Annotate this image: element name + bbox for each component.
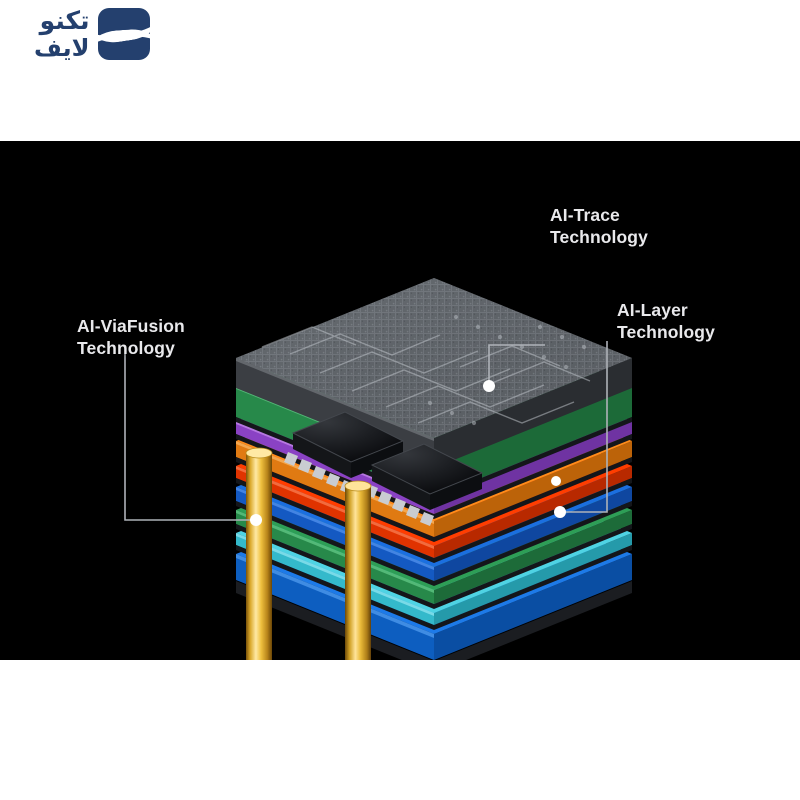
brand-name-line-1: تكنو [39,6,90,35]
chip-stack-illustration [124,278,632,660]
via-left [245,447,273,660]
callout-ai-layer-line2: Technology [617,322,715,343]
callout-ai-viafusion-line1: AI-ViaFusion [77,316,185,336]
dot-ai-layer [554,506,566,518]
leader-ai-viafusion [124,354,256,521]
leader-ai-layer [560,341,608,513]
brand-header: تكنو لايف [0,0,800,141]
callout-anchor-dots [250,380,566,526]
footer-whitespace [0,660,800,800]
callout-leader-lines [124,341,608,521]
callout-label-ai-layer: AI-Layer Technology [617,299,715,344]
callout-ai-trace-line1: AI-Trace [550,205,620,225]
pcb-circuit-traces [261,326,591,424]
via-right [344,480,372,660]
ic-right-pins [364,484,434,526]
chip-illustration-panel: AI-Trace Technology AI-Layer Technology … [0,141,800,660]
techno-life-logo-icon [98,8,151,60]
logo-swoosh-lower [98,27,151,60]
dot-ai-trace [483,380,495,392]
callout-label-ai-viafusion: AI-ViaFusion Technology [77,315,185,360]
leader-ai-trace [488,344,545,386]
callout-ai-viafusion-line2: Technology [77,338,175,359]
pcb-solder-pads [427,314,587,426]
brand-name-line-2: لايف [34,34,90,62]
callout-label-ai-trace: AI-Trace Technology [550,204,648,249]
callout-ai-layer-line1: AI-Layer [617,300,688,320]
brand-wordmark: تكنو لايف [34,8,89,60]
brand-logo-lockup[interactable]: تكنو لايف [34,8,151,60]
ic-package-left [284,411,405,494]
callout-ai-trace-line2: Technology [550,227,648,248]
pcb-top-surface [236,278,632,441]
dot-ai-layer-secondary [551,476,561,486]
ic-package-right [364,443,484,526]
dot-ai-viafusion [250,514,262,526]
